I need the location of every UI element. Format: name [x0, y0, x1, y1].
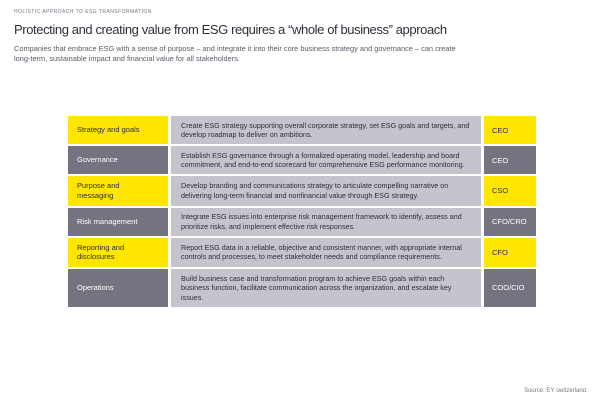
source-note: Source: EY switzerland	[524, 388, 586, 394]
table-row: Purpose and messaging Develop branding a…	[68, 176, 536, 206]
row-description: Develop branding and communications stra…	[171, 176, 481, 206]
row-label: Strategy and goals	[68, 116, 168, 144]
row-owner-badge: CEO	[484, 116, 536, 144]
row-description: Integrate ESG issues into enterprise ris…	[171, 207, 481, 236]
row-description: Create ESG strategy supporting overall c…	[171, 116, 481, 144]
row-owner-badge: CSO	[484, 176, 536, 206]
table-row: Strategy and goals Create ESG strategy s…	[68, 116, 536, 144]
row-owner-badge: CEO	[484, 146, 536, 174]
page-title: Protecting and creating value from ESG r…	[14, 22, 447, 37]
table-row: Governance Establish ESG governance thro…	[68, 146, 536, 174]
esg-table: Strategy and goals Create ESG strategy s…	[68, 116, 536, 309]
table-row: Operations Build business case and trans…	[68, 269, 536, 307]
row-description: Report ESG data in a reliable, objective…	[171, 237, 481, 267]
page-subtitle: Companies that embrace ESG with a sense …	[14, 44, 456, 64]
table-row: Risk management Integrate ESG issues int…	[68, 207, 536, 236]
row-owner-badge: CFO	[484, 237, 536, 267]
row-owner-badge: CFO/CRO	[484, 207, 536, 236]
row-description: Build business case and transformation p…	[171, 269, 481, 307]
row-label: Reporting and disclosures	[68, 237, 168, 267]
table-row: Reporting and disclosures Report ESG dat…	[68, 237, 536, 267]
row-label: Operations	[68, 269, 168, 307]
slide-header: HOLISTIC APPROACH TO ESG TRANSFORMATION …	[14, 9, 586, 65]
eyebrow-label: HOLISTIC APPROACH TO ESG TRANSFORMATION	[14, 9, 152, 15]
row-label: Risk management	[68, 207, 168, 236]
row-owner-badge: COO/CIO	[484, 269, 536, 307]
row-label: Purpose and messaging	[68, 176, 168, 206]
row-description: Establish ESG governance through a forma…	[171, 146, 481, 174]
row-label: Governance	[68, 146, 168, 174]
